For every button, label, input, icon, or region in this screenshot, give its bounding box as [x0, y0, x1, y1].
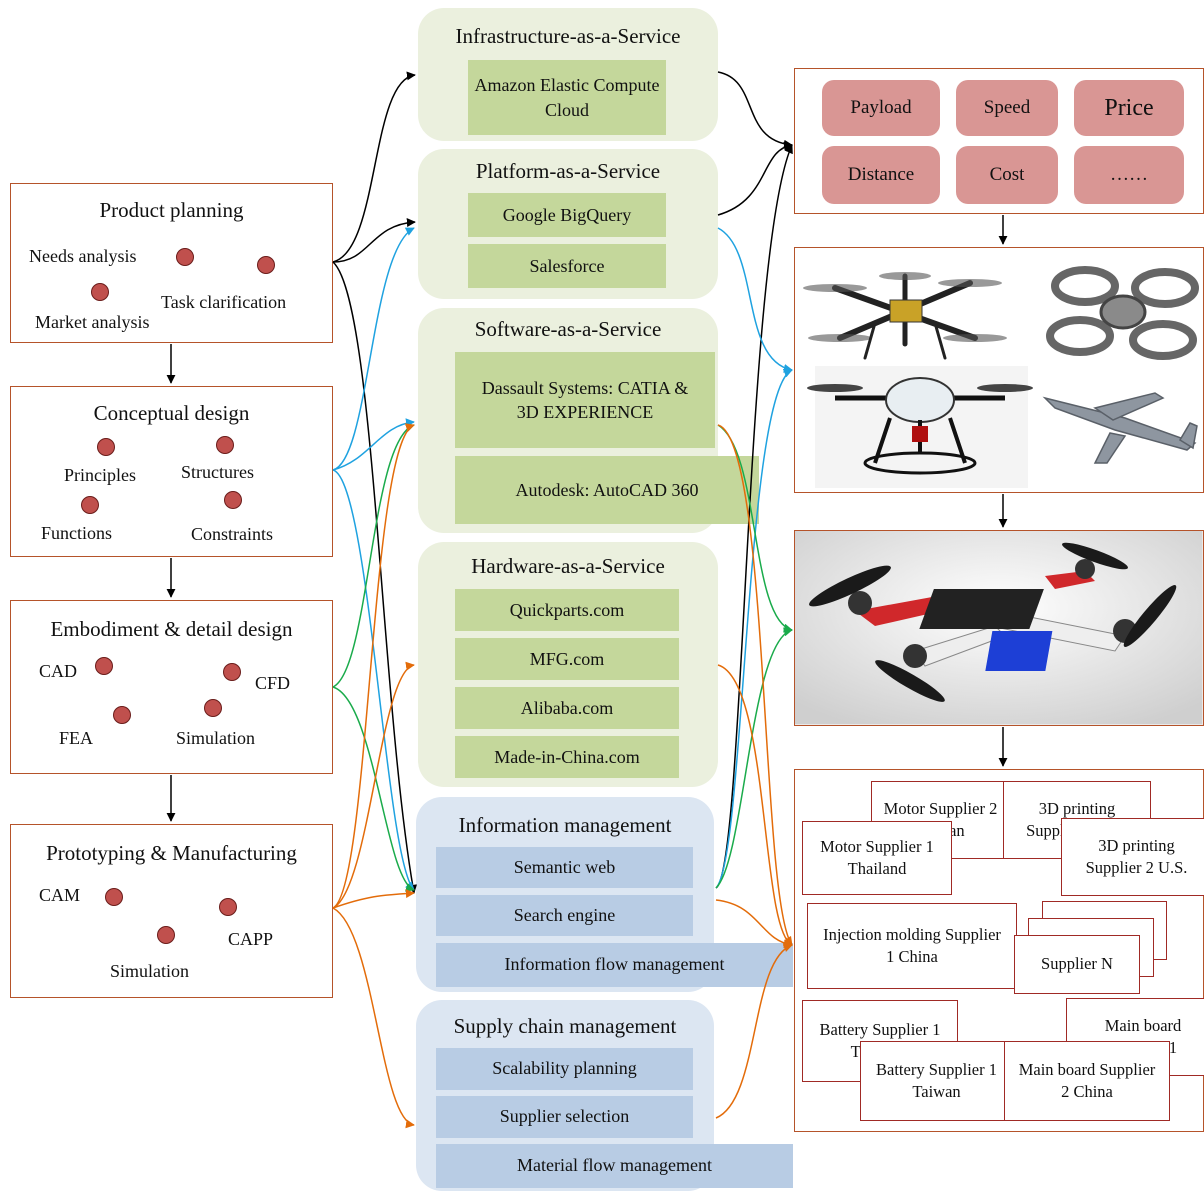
service-information-management: Information management Semantic web Sear… — [416, 797, 793, 992]
item-dot — [223, 663, 241, 681]
black-connectors — [332, 71, 793, 894]
service-item: Material flow management — [436, 1144, 793, 1188]
ring-quadcopter-drone — [1046, 266, 1199, 360]
item-dot — [157, 926, 175, 944]
stage-flow-arrows — [166, 215, 1008, 822]
item-label: CAD — [39, 661, 78, 681]
service-supply-chain-management: Supply chain management Scalability plan… — [416, 1000, 793, 1191]
service-saas: Software-as-a-Service Dassault Systems: … — [418, 308, 759, 533]
item-dot — [176, 248, 194, 266]
service-title: Software-as-a-Service — [474, 317, 662, 341]
item-label: Task clarification — [161, 292, 287, 312]
orange-connectors — [332, 423, 793, 1129]
service-item: Dassault Systems: CATIA & 3D EXPERIENCE — [455, 352, 715, 448]
service-item: Quickparts.com — [455, 589, 679, 631]
service-title: Supply chain management — [453, 1014, 677, 1038]
service-item: Information flow management — [436, 943, 793, 987]
item-label: Simulation — [176, 728, 256, 748]
stage-product-planning: Product planning Needs analysis Task cla… — [10, 183, 333, 343]
item-dot — [204, 699, 222, 717]
service-item: Salesforce — [468, 244, 666, 288]
stage-title: Product planning — [99, 198, 244, 222]
supplier-card-3d-printing-2: 3D printing Supplier 2 U.S. — [1061, 818, 1204, 896]
service-item: Autodesk: AutoCAD 360 — [455, 456, 759, 524]
hexacopter-drone — [803, 272, 1007, 360]
requirement-more: …… — [1074, 146, 1184, 204]
cyan-connectors — [332, 227, 793, 891]
item-dot — [81, 496, 99, 514]
item-dot — [219, 898, 237, 916]
service-title: Platform-as-a-Service — [475, 159, 661, 183]
service-title: Infrastructure-as-a-Service — [455, 24, 681, 48]
item-label: Structures — [181, 462, 254, 482]
supplier-card-supplier-n: Supplier N — [1014, 935, 1140, 994]
supplier-card-motor-1: Motor Supplier 1 Thailand — [802, 821, 952, 895]
quadcopter-render-panel — [794, 530, 1204, 726]
drone-concepts-image — [803, 266, 1199, 488]
stage-embodiment-design: Embodiment & detail design CAD CFD FEA S… — [10, 600, 333, 774]
item-label: Needs analysis — [29, 246, 137, 266]
item-dot — [257, 256, 275, 274]
service-item: Supplier selection — [436, 1096, 693, 1138]
item-dot — [113, 706, 131, 724]
octocopter-drone — [807, 377, 1033, 475]
item-label: Constraints — [191, 524, 274, 544]
service-item: MFG.com — [455, 638, 679, 680]
requirement-price: Price — [1074, 80, 1184, 136]
item-label: Functions — [41, 523, 113, 543]
requirement-distance: Distance — [822, 146, 940, 204]
service-item: Semantic web — [436, 847, 693, 888]
green-connectors — [332, 423, 793, 892]
service-title: Information management — [458, 813, 672, 837]
item-label: Market analysis — [35, 312, 150, 332]
item-label: CAM — [39, 885, 81, 905]
item-label: FEA — [59, 728, 94, 748]
item-label: Principles — [64, 465, 136, 485]
service-iaas: Infrastructure-as-a-Service Amazon Elast… — [418, 8, 718, 141]
quadcopter-frame — [809, 542, 1177, 702]
item-dot — [95, 657, 113, 675]
quadcopter-render-image — [795, 531, 1202, 724]
stage-title: Conceptual design — [93, 401, 250, 425]
service-item: Made-in-China.com — [455, 736, 679, 778]
drone-concepts-panel — [794, 247, 1204, 493]
service-item: Amazon Elastic Compute Cloud — [468, 60, 666, 135]
requirements-panel: Payload Speed Price Distance Cost …… — [794, 68, 1204, 214]
requirement-cost: Cost — [956, 146, 1058, 204]
item-label: Simulation — [110, 961, 190, 981]
item-dot — [105, 888, 123, 906]
item-dot — [216, 436, 234, 454]
service-paas: Platform-as-a-Service Google BigQuery Sa… — [418, 149, 718, 299]
item-dot — [97, 438, 115, 456]
supplier-card-battery-taiwan: Battery Supplier 1 Taiwan — [860, 1041, 1013, 1121]
supplier-card-main-board-2: Main board Supplier 2 China — [1004, 1041, 1170, 1121]
item-dot — [224, 491, 242, 509]
item-label: CAPP — [228, 929, 274, 949]
supplier-card-injection-molding: Injection molding Supplier 1 China — [807, 903, 1017, 989]
stage-title: Embodiment & detail design — [50, 617, 293, 641]
service-title: Hardware-as-a-Service — [471, 554, 665, 578]
fixed-wing-drone — [1042, 392, 1198, 464]
service-item: Alibaba.com — [455, 687, 679, 729]
service-haas: Hardware-as-a-Service Quickparts.com MFG… — [418, 542, 718, 787]
stage-title: Prototyping & Manufacturing — [46, 841, 297, 865]
stage-conceptual-design: Conceptual design Principles Structures … — [10, 386, 333, 557]
service-item: Google BigQuery — [468, 193, 666, 237]
requirement-speed: Speed — [956, 80, 1058, 136]
service-item: Search engine — [436, 895, 693, 936]
requirement-payload: Payload — [822, 80, 940, 136]
item-label: CFD — [255, 673, 291, 693]
stage-prototyping-manufacturing: Prototyping & Manufacturing CAM CAPP Sim… — [10, 824, 333, 998]
item-dot — [91, 283, 109, 301]
service-item: Scalability planning — [436, 1048, 693, 1090]
